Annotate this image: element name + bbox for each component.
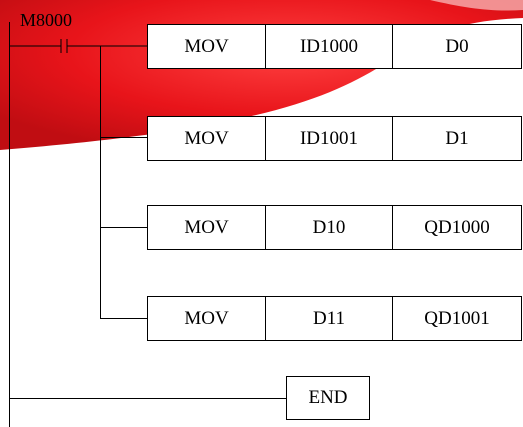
rung3-source[interactable]: D10 <box>265 205 393 250</box>
contact-symbol <box>9 39 148 53</box>
branch-connector-3 <box>100 227 147 228</box>
swoosh-highlight <box>430 0 523 11</box>
rung2-destination[interactable]: D1 <box>392 116 522 161</box>
rung4-source[interactable]: D11 <box>265 296 393 341</box>
branch-connector-2 <box>100 137 147 138</box>
rung4-instruction[interactable]: MOV <box>147 296 266 341</box>
end-rung-line <box>9 398 287 399</box>
branch-connector-4 <box>100 318 147 319</box>
rung2-source[interactable]: ID1001 <box>265 116 393 161</box>
rung1-source[interactable]: ID1000 <box>265 24 393 69</box>
rung2-instruction[interactable]: MOV <box>147 116 266 161</box>
branch-vertical-line <box>100 46 101 318</box>
rung3-instruction[interactable]: MOV <box>147 205 266 250</box>
rung1-instruction[interactable]: MOV <box>147 24 266 69</box>
contact-label: M8000 <box>20 10 73 30</box>
end-instruction[interactable]: END <box>286 376 370 420</box>
rung1-destination[interactable]: D0 <box>392 24 522 69</box>
left-power-rail <box>9 22 10 427</box>
rung4-destination[interactable]: QD1001 <box>392 296 522 341</box>
rung3-destination[interactable]: QD1000 <box>392 205 522 250</box>
